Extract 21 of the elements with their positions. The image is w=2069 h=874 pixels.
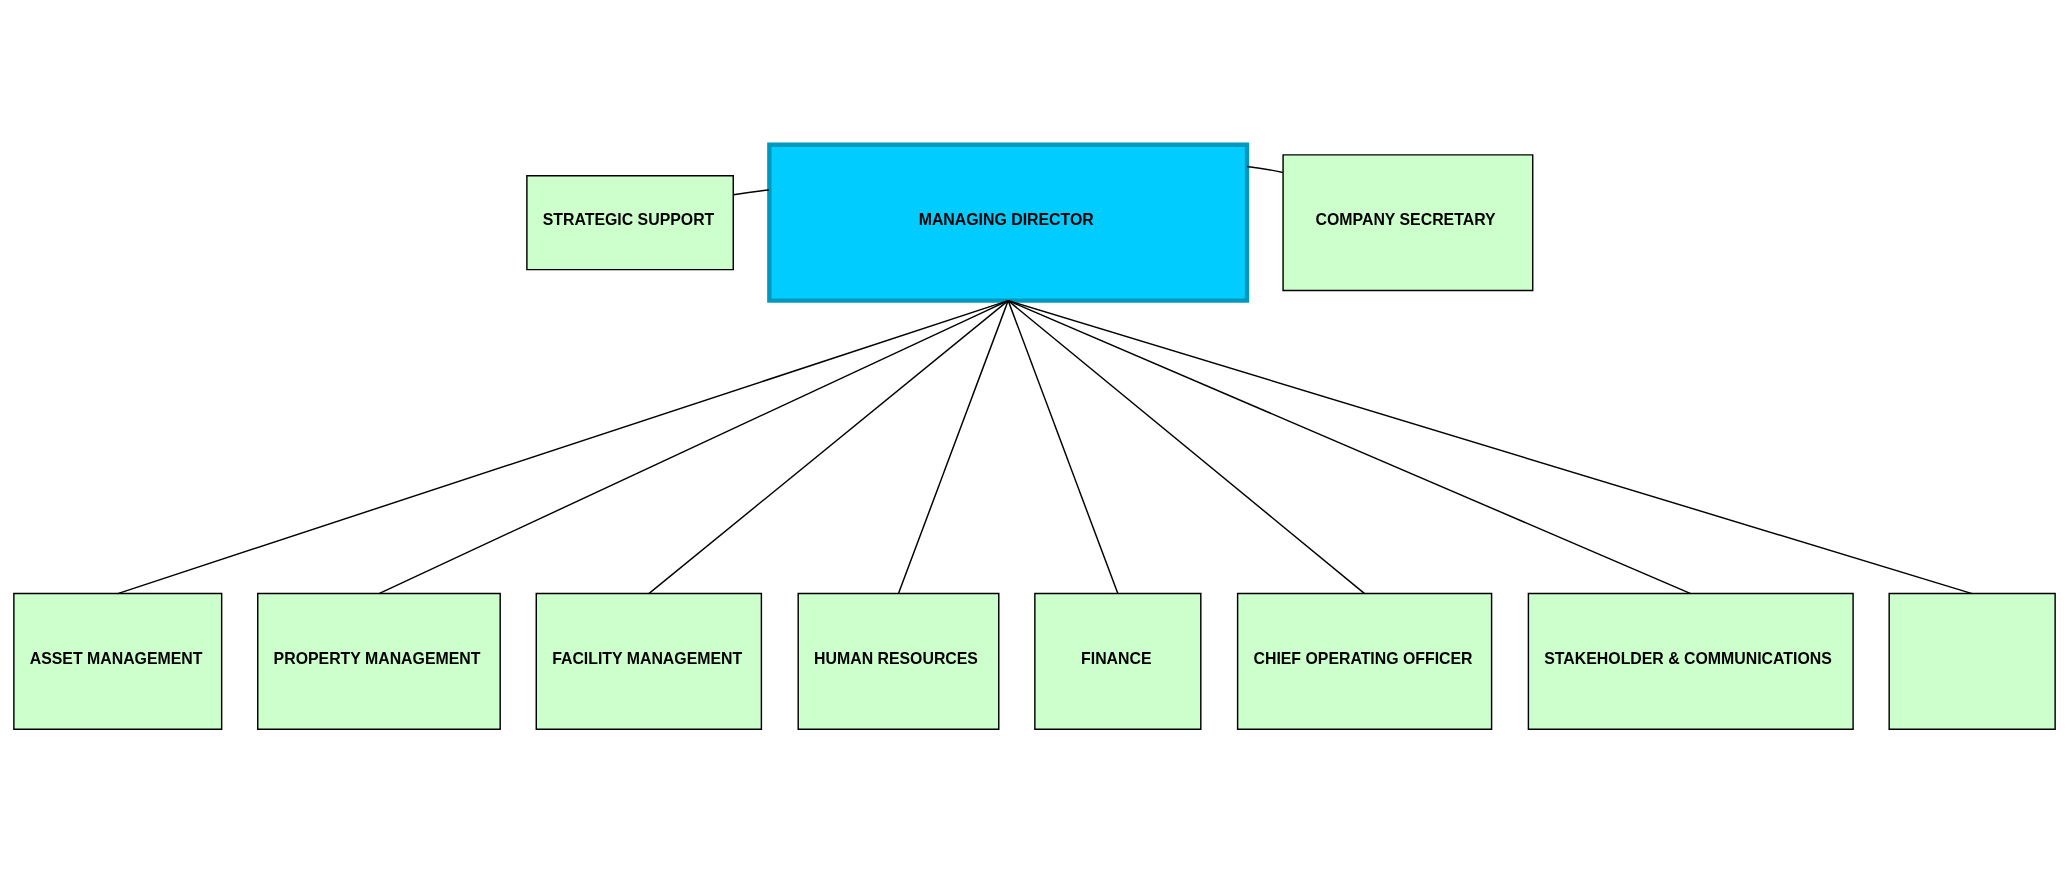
node-box: COMPANY SECRETARY — [1282, 154, 1534, 292]
connector — [648, 299, 1009, 595]
node-box — [1888, 592, 2056, 730]
node-box: ASSET MANAGEMENT — [13, 592, 223, 730]
node-box: MANAGING DIRECTOR — [767, 142, 1250, 303]
node-box: HUMAN RESOURCES — [797, 592, 1000, 730]
connector — [897, 299, 1009, 595]
node-box: STRATEGIC SUPPORT — [526, 175, 734, 271]
connector — [1007, 299, 1119, 595]
connector — [1007, 299, 1973, 595]
connector — [1007, 299, 1692, 595]
connector — [117, 299, 1009, 595]
connector — [378, 299, 1009, 595]
connector — [732, 189, 770, 196]
connector — [1007, 299, 1366, 595]
node-box: FACILITY MANAGEMENT — [535, 592, 763, 730]
connector — [1246, 165, 1284, 174]
node-box: PROPERTY MANAGEMENT — [257, 592, 501, 730]
node-box: STAKEHOLDER & COMMUNICATIONS — [1527, 592, 1854, 730]
node-box: FINANCE — [1034, 592, 1202, 730]
node-box: CHIEF OPERATING OFFICER — [1236, 592, 1493, 730]
